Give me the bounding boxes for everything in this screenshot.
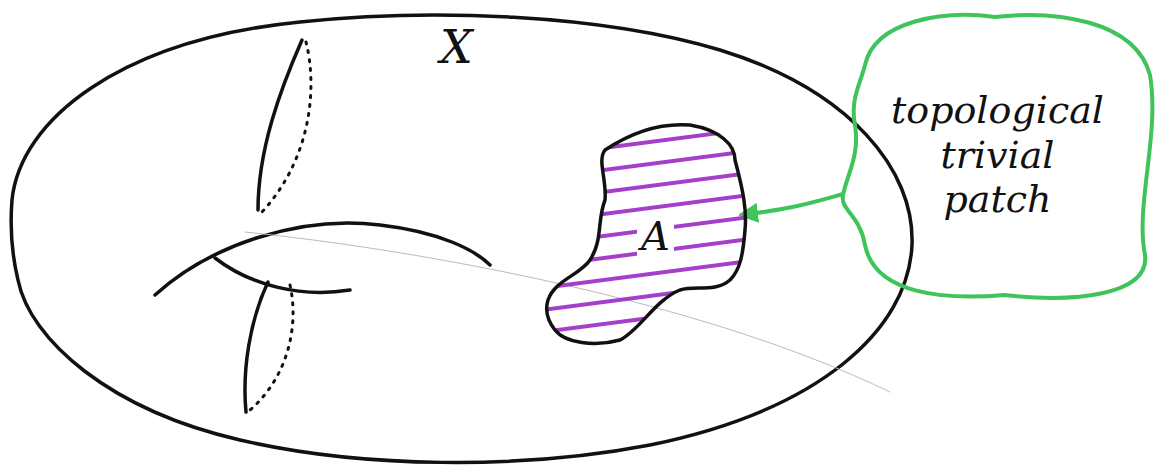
callout-cloud: topological trivial patch [835,5,1160,305]
callout-text: topological trivial patch [891,88,1104,222]
meridian-solid [258,40,302,210]
patch-outline [547,125,746,344]
torus-hole-lower [215,258,350,292]
hatch-lines [535,105,765,399]
hatch-line [535,281,765,311]
meridian-solid-lower [245,282,268,412]
hatch-line [535,347,765,377]
meridian-dotted [262,42,311,212]
leader-line [742,194,843,215]
hatch-line [535,369,765,399]
region-label: X [440,20,473,74]
cloud-outline [843,15,1153,298]
torus-outline [11,15,912,462]
trivial-patch: A [545,115,750,347]
stray-line [245,232,890,392]
region-label: A [637,213,674,260]
meridian-dotted-lower [250,285,293,410]
torus-surface: XA [0,0,925,471]
hatch-line [535,303,765,333]
hatch-line [535,259,765,289]
